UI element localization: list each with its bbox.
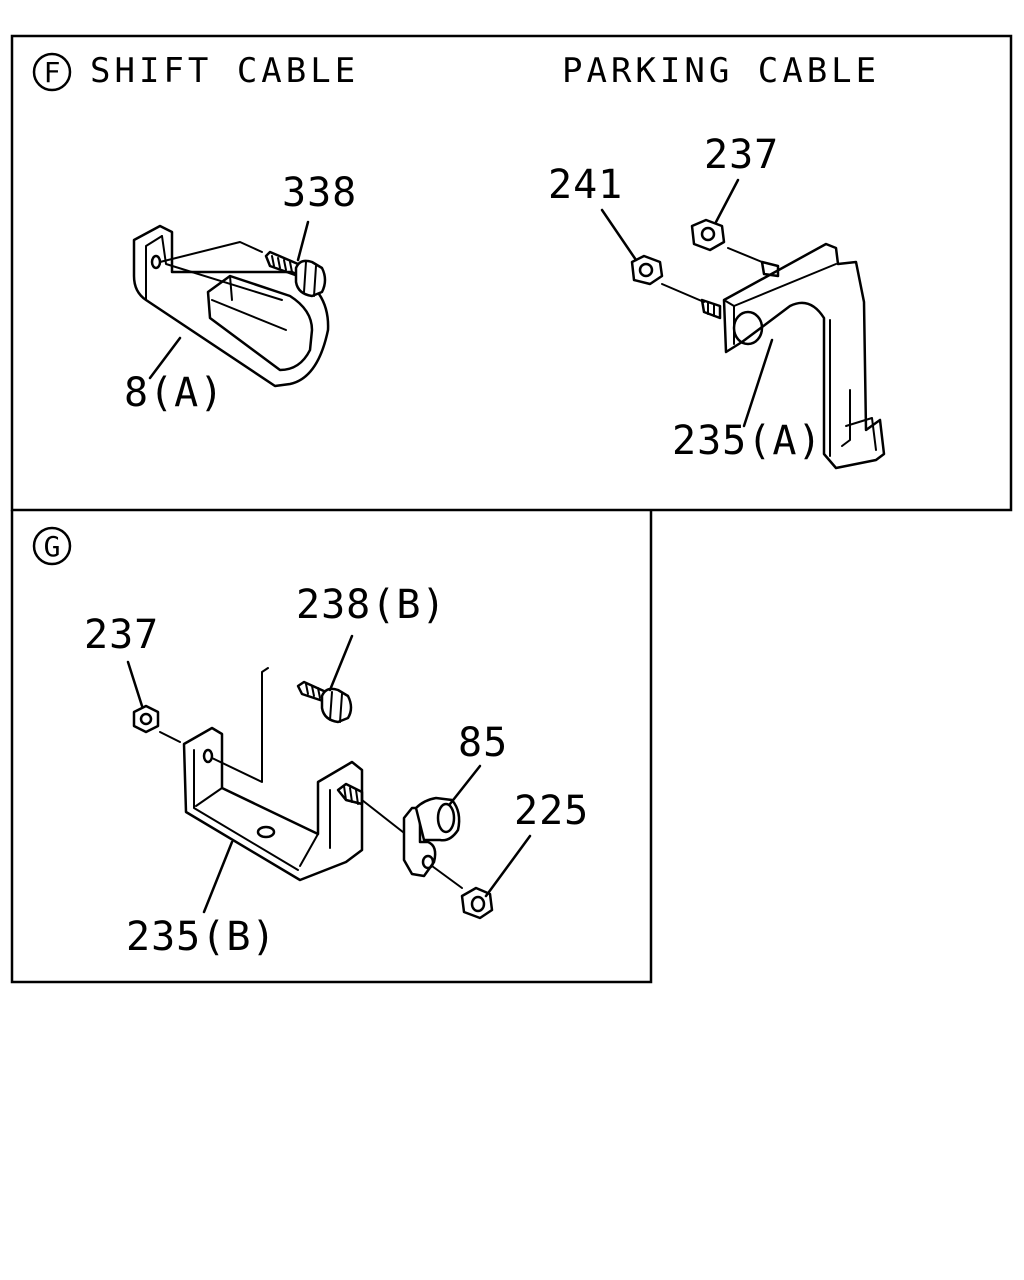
callout-237-g: 237 xyxy=(84,612,159,658)
leader-237-g xyxy=(126,660,144,708)
section-g-marker xyxy=(32,526,72,566)
section-f-frame xyxy=(10,34,1013,512)
nut-237-g-drawing xyxy=(132,704,181,743)
leader-237-f xyxy=(714,178,740,224)
section-g-letter: G xyxy=(44,530,61,563)
leader-241 xyxy=(600,208,638,262)
clip-85-drawing xyxy=(336,782,463,889)
callout-235b: 235(B) xyxy=(126,914,277,960)
callout-237-f: 237 xyxy=(704,132,779,178)
bracket-235a-drawing xyxy=(722,242,886,470)
bracket-8a-drawing xyxy=(132,224,330,388)
leader-8a xyxy=(148,336,182,380)
section-g: G 238(B) 237 xyxy=(10,510,653,984)
leader-338 xyxy=(296,220,310,262)
callout-241: 241 xyxy=(548,162,623,208)
bracket-235b-drawing xyxy=(182,667,364,882)
nut-225-drawing xyxy=(460,886,494,920)
callout-235a: 235(A) xyxy=(672,418,823,464)
section-g-frame xyxy=(10,510,653,984)
leader-85 xyxy=(448,764,482,806)
bolt-338-drawing xyxy=(264,250,327,298)
bolt-238b-drawing xyxy=(296,680,353,724)
parking-cable-title: PARKING CABLE xyxy=(562,51,880,91)
callout-338: 338 xyxy=(282,170,357,216)
section-f: F SHIFT CABLE PARKING CABLE 338 8(A) xyxy=(10,34,1013,512)
leader-225 xyxy=(484,834,532,898)
callout-85: 85 xyxy=(458,720,508,766)
callout-238b: 238(B) xyxy=(296,582,447,628)
callout-225: 225 xyxy=(514,788,589,834)
leader-235b xyxy=(202,840,234,914)
nut-241-drawing xyxy=(630,254,722,320)
shift-cable-title: SHIFT CABLE xyxy=(90,51,359,91)
section-f-letter: F xyxy=(44,56,61,89)
section-f-marker xyxy=(32,52,72,92)
leader-235a xyxy=(742,338,774,428)
callout-8a: 8(A) xyxy=(124,370,224,416)
nut-237-drawing xyxy=(690,218,780,278)
leader-238b xyxy=(328,634,354,692)
